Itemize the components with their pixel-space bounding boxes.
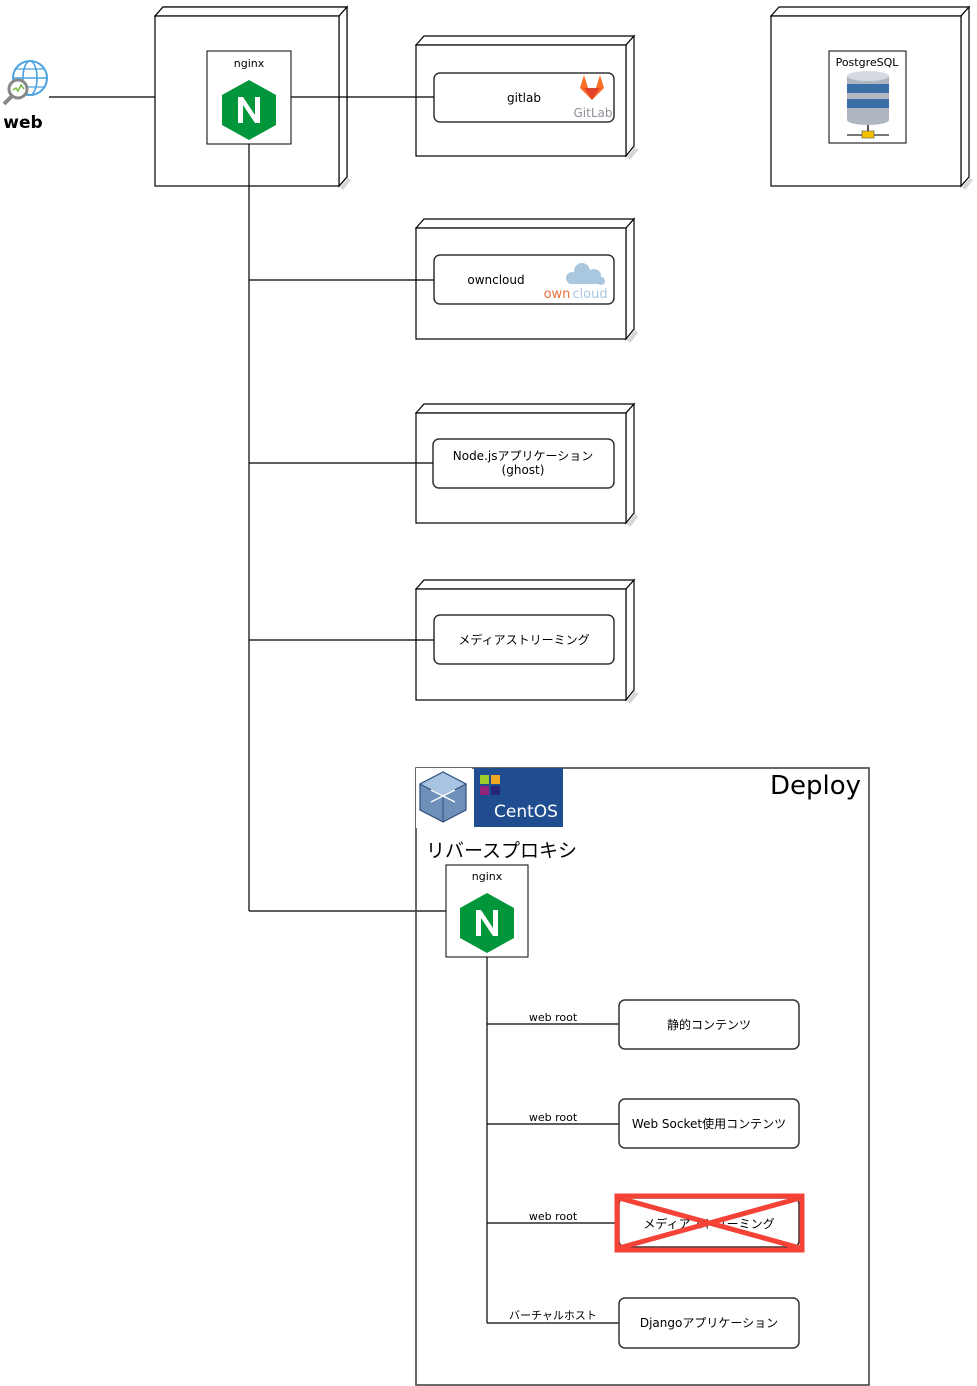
websocket-content-label: Web Socket使用コンテンツ <box>632 1116 786 1131</box>
reverse-proxy-label: リバースプロキシ <box>426 840 577 862</box>
owncloud-wordmark-own: own <box>544 287 571 302</box>
websocket-content-component: Web Socket使用コンテンツ <box>618 1098 800 1149</box>
owncloud-component: owncloud own cloud <box>433 254 615 305</box>
deploy-title: Deploy <box>770 771 861 801</box>
route-edge-label: web root <box>529 1111 578 1124</box>
nodejs-component: Node.jsアプリケーション (ghost) <box>432 438 615 489</box>
route-edge-label: web root <box>529 1210 578 1223</box>
front-nginx-label: nginx <box>234 57 265 70</box>
virtualbox-logo-icon <box>416 768 472 828</box>
deploy-nginx-box: nginx <box>445 864 529 958</box>
owncloud-logo-icon <box>566 263 605 285</box>
web-label: web <box>3 113 42 133</box>
postgresql-label: PostgreSQL <box>836 56 900 69</box>
django-app-label: Djangoアプリケーション <box>640 1316 778 1330</box>
service-node-frames <box>414 34 638 704</box>
media-streaming-label: メディアストリーミング <box>458 632 589 647</box>
owncloud-wordmark-cloud: cloud <box>572 287 607 302</box>
front-nginx-box: nginx <box>206 50 292 145</box>
route-connectors <box>486 957 619 1324</box>
nginx-logo-icon <box>222 80 276 140</box>
centos-wordmark: CentOS <box>494 802 558 822</box>
nodejs-label-line2: (ghost) <box>502 463 545 477</box>
nodejs-label-line1: Node.jsアプリケーション <box>453 449 593 463</box>
media-streaming-removed-component: メディアストリーミング <box>614 1193 805 1253</box>
route-edge-label: バーチャルホスト <box>509 1309 597 1322</box>
deploy-nginx-label: nginx <box>472 870 503 883</box>
postgresql-box: PostgreSQL <box>828 50 907 144</box>
cross-out-mark <box>614 1193 805 1253</box>
deploy-container: Deploy <box>415 767 870 1386</box>
gitlab-label: gitlab <box>507 91 541 105</box>
database-icon <box>847 71 889 139</box>
gitlab-component: gitlab GitLab <box>433 72 615 123</box>
static-content-component: 静的コンテンツ <box>618 999 800 1050</box>
gitlab-wordmark: GitLab <box>574 106 613 120</box>
static-content-label: 静的コンテンツ <box>667 1017 751 1032</box>
media-streaming-component: メディアストリーミング <box>433 614 615 665</box>
owncloud-label: owncloud <box>467 273 524 287</box>
centos-logo-icon: CentOS <box>474 768 563 827</box>
django-app-component: Djangoアプリケーション <box>618 1297 800 1349</box>
nginx-logo-icon <box>460 893 514 953</box>
connectors <box>248 96 446 912</box>
web-globe-icon <box>2 60 48 106</box>
gitlab-logo-icon <box>580 75 604 100</box>
route-edge-label: web root <box>529 1011 578 1024</box>
